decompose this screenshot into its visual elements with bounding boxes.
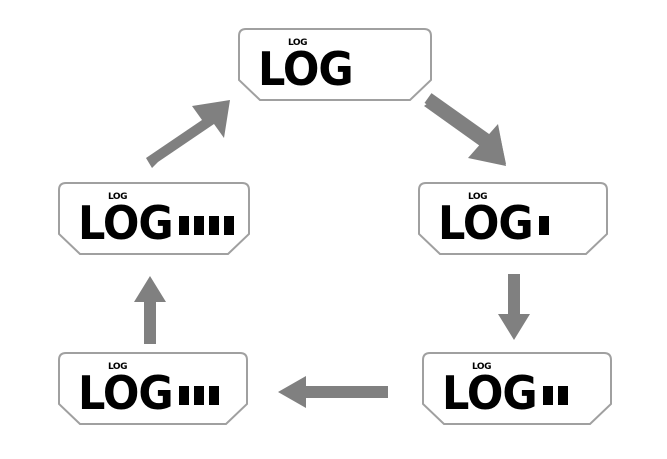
node-banner-shape xyxy=(58,352,248,425)
node-log-1[interactable]: LOG LOG xyxy=(418,182,608,255)
node-marker-square xyxy=(178,385,189,405)
node-marker-square xyxy=(223,215,234,235)
node-marker-square xyxy=(193,215,204,235)
node-marker-square xyxy=(557,385,568,405)
arrow-bottom-left-to-left xyxy=(134,276,166,344)
node-content: LOG LOG xyxy=(422,352,612,425)
node-banner-shape xyxy=(238,28,432,101)
node-tag-label: LOG xyxy=(288,37,307,48)
node-marker-square xyxy=(193,385,204,405)
node-tag-label: LOG xyxy=(472,361,491,372)
node-main-row: LOG xyxy=(442,366,573,421)
node-markers xyxy=(178,215,239,235)
node-title: LOG xyxy=(78,196,174,251)
arrow-bottom-right-to-bottom-left xyxy=(278,376,388,408)
node-content: LOG LOG xyxy=(58,352,248,425)
node-main-row: LOG xyxy=(78,366,224,421)
arrow-left-to-top xyxy=(144,96,244,172)
node-marker-square xyxy=(178,215,189,235)
node-tag-label: LOG xyxy=(108,361,127,372)
node-title: LOG xyxy=(438,196,534,251)
node-markers xyxy=(538,215,554,235)
node-main-row: LOG xyxy=(438,196,554,251)
node-banner-shape xyxy=(422,352,612,425)
node-tag-label: LOG xyxy=(468,191,487,202)
node-content: LOG LOG xyxy=(238,28,432,101)
node-marker-square xyxy=(542,385,553,405)
node-banner-shape xyxy=(58,182,250,255)
node-title: LOG xyxy=(442,366,538,421)
node-log-0[interactable]: LOG LOG xyxy=(238,28,432,101)
node-log-4[interactable]: LOG LOG xyxy=(58,182,250,255)
node-markers xyxy=(178,385,224,405)
node-marker-square xyxy=(208,385,219,405)
node-main-row: LOG xyxy=(78,196,239,251)
node-tag-label: LOG xyxy=(108,191,127,202)
node-title: LOG xyxy=(258,42,354,97)
node-title: LOG xyxy=(78,366,174,421)
node-marker-square xyxy=(208,215,219,235)
node-banner-shape xyxy=(418,182,608,255)
arrow-top-to-right xyxy=(424,93,524,172)
node-marker-square xyxy=(538,215,549,235)
node-content: LOG LOG xyxy=(58,182,250,255)
node-log-2[interactable]: LOG LOG xyxy=(422,352,612,425)
arrow-right-to-bottom-right xyxy=(498,274,530,342)
node-main-row: LOG xyxy=(258,42,359,97)
node-content: LOG LOG xyxy=(418,182,608,255)
node-log-3[interactable]: LOG LOG xyxy=(58,352,248,425)
node-markers xyxy=(542,385,573,405)
